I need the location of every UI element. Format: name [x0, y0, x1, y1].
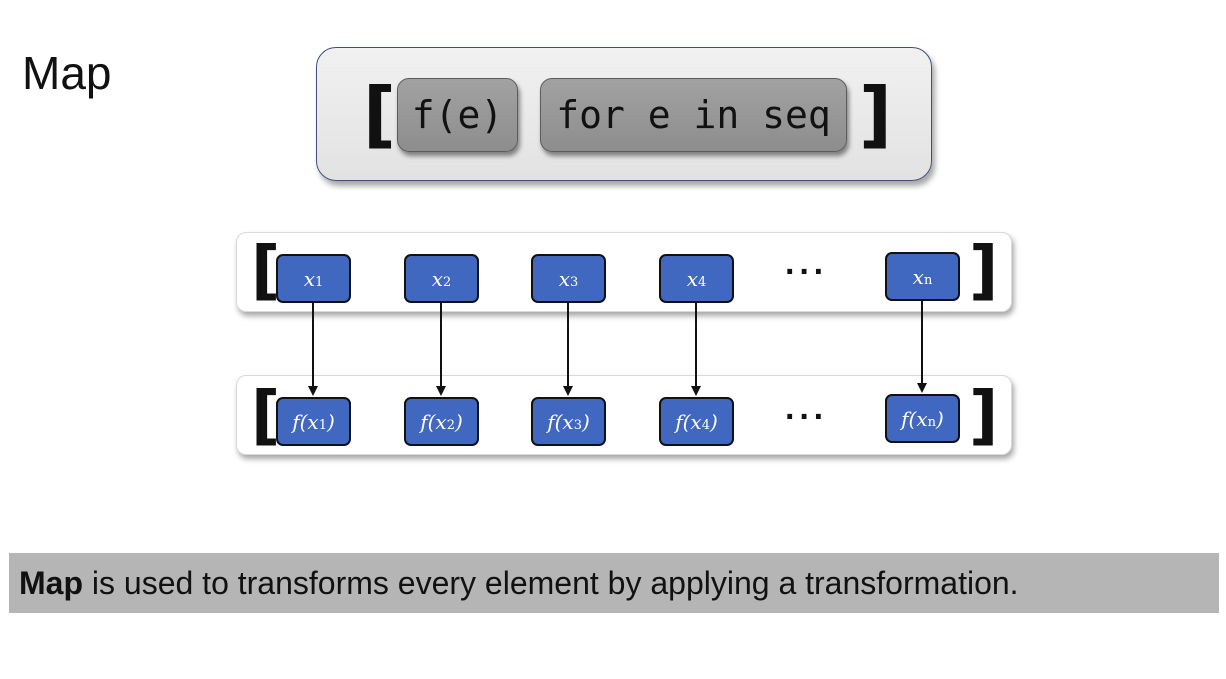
caption-bold: Map: [19, 564, 83, 601]
output-open-bracket: [: [251, 379, 281, 453]
output-ellipsis: ···: [785, 398, 828, 436]
input-ellipsis: ···: [785, 253, 828, 291]
caption-bar: Map is used to transforms every element …: [9, 553, 1219, 613]
input-open-bracket: [: [251, 234, 281, 308]
open-bracket: [: [363, 72, 396, 156]
close-bracket: ]: [859, 72, 892, 156]
caption-text: is used to transforms every element by a…: [83, 564, 1019, 601]
page-title: Map: [22, 47, 112, 99]
syntax-panel: [ f(e) for e in seq ]: [316, 47, 932, 181]
loop-chip: for e in seq: [540, 78, 847, 152]
expression-chip: f(e): [397, 78, 518, 152]
input-close-bracket: ]: [969, 234, 999, 308]
output-close-bracket: ]: [969, 379, 999, 453]
